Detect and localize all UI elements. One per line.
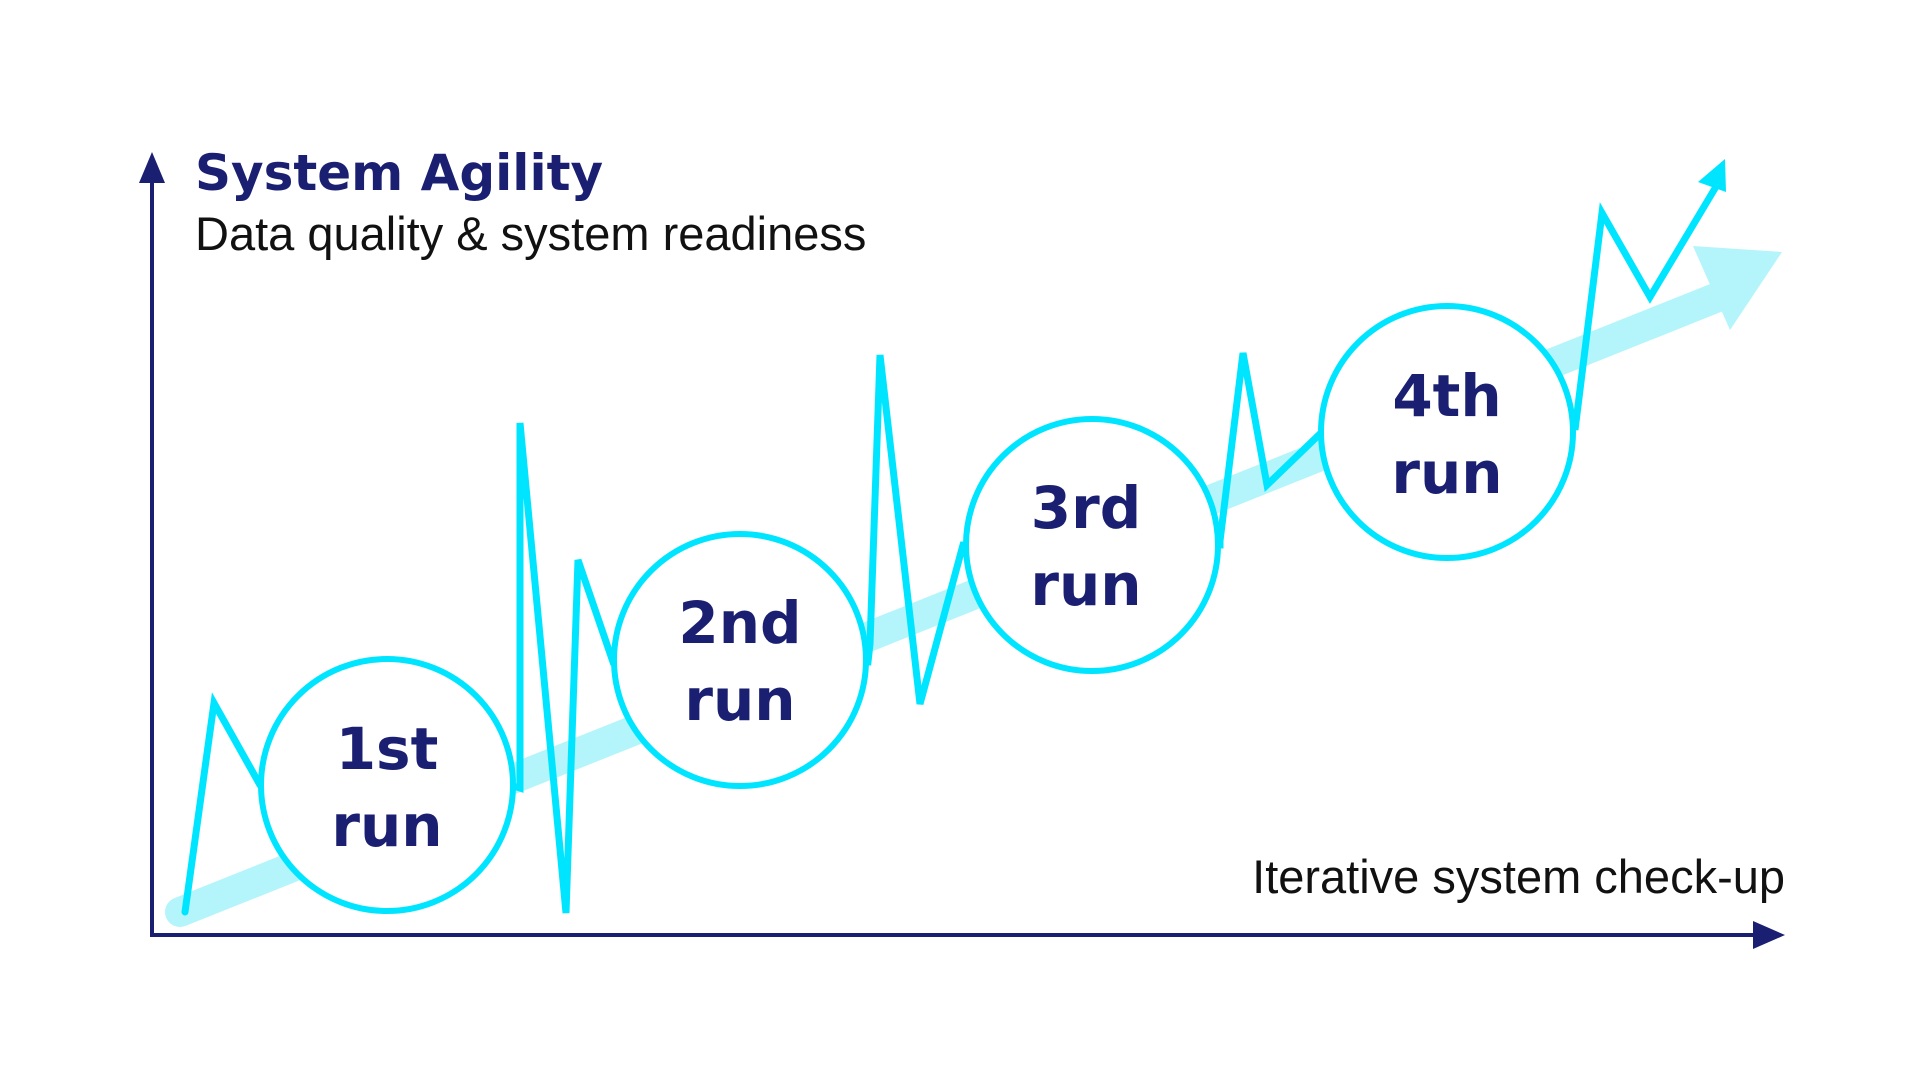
run-circle-ring bbox=[1318, 303, 1576, 561]
x-axis-label: Iterative system check-up bbox=[1252, 850, 1785, 903]
diagram-subtitle: Data quality & system readiness bbox=[195, 207, 866, 260]
run-4-label-line1: 4th bbox=[1392, 362, 1501, 430]
y-axis-arrowhead bbox=[139, 152, 165, 183]
run-4-label-line2: run bbox=[1391, 439, 1502, 507]
run-circle-4: 4th run bbox=[1318, 303, 1576, 561]
run-circle-ring bbox=[258, 656, 516, 914]
run-1-label-line2: run bbox=[331, 792, 442, 860]
run-circle-1: 1st run bbox=[258, 656, 516, 914]
run-2-label-line1: 2nd bbox=[678, 589, 801, 657]
agility-line-arrowhead bbox=[1698, 159, 1726, 192]
x-axis-arrowhead bbox=[1753, 921, 1785, 949]
run-3-label-line1: 3rd bbox=[1031, 474, 1141, 542]
run-circle-ring bbox=[611, 531, 869, 789]
run-1-label-line1: 1st bbox=[336, 715, 439, 783]
run-circle-3: 3rd run bbox=[963, 416, 1221, 674]
run-2-label-line2: run bbox=[684, 666, 795, 734]
diagram-title: System Agility bbox=[195, 144, 603, 202]
run-circle-2: 2nd run bbox=[611, 531, 869, 789]
trend-arrow-head bbox=[1693, 246, 1782, 330]
run-3-label-line2: run bbox=[1030, 551, 1141, 619]
axes bbox=[139, 152, 1785, 949]
run-circle-ring bbox=[963, 416, 1221, 674]
